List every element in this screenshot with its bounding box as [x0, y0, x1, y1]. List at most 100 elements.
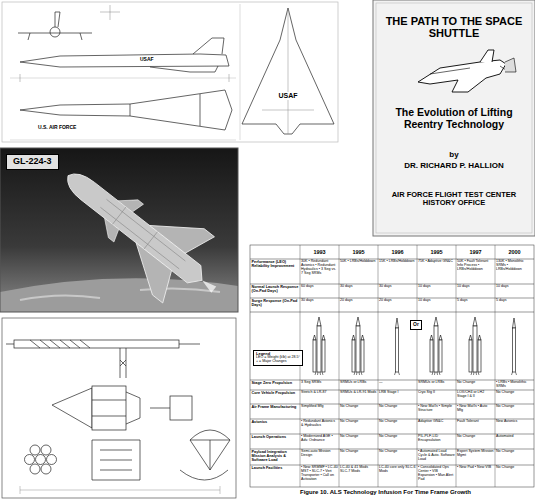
drawing-path — [20, 288, 220, 300]
row-header: Core Vehicle Propulsion — [252, 391, 299, 395]
drawing-path — [242, 8, 334, 134]
table-cell: 20 days — [379, 299, 416, 303]
table-cell: PIL-PLF-LID Encapsulation — [418, 435, 455, 443]
drawing-use — [352, 317, 364, 375]
or-text: Or — [413, 322, 419, 328]
table-cell: No Change — [496, 405, 533, 409]
drawing-path — [0, 278, 238, 312]
legend-box: LegendLEO = Weight (klb) at 28.5°+ = Maj… — [253, 350, 303, 366]
drawing-path — [52, 388, 92, 428]
table-cell: • LRBs • Monolithic SRMs — [496, 381, 533, 389]
drawing-path — [262, 8, 314, 134]
drawing-path — [430, 66, 506, 74]
table-cell: No Change — [340, 405, 377, 409]
table-cell: Adaptive GN&C — [418, 420, 455, 424]
drawing-rect — [170, 396, 192, 420]
drawing-circle — [36, 455, 46, 465]
table-cell: New Avionics — [496, 420, 533, 424]
drawing-use — [395, 318, 400, 375]
drawing-circle — [25, 455, 35, 465]
table-cell: LOX/CH4 or LH2 Stage I & II — [457, 391, 494, 399]
insignia-text: U.S. AIR FORCE — [38, 125, 76, 131]
drawing-path — [6, 340, 200, 348]
drawing-path — [20, 5, 229, 82]
drawing-path — [20, 486, 220, 494]
cover-by: by — [382, 151, 526, 160]
drawing-path — [418, 60, 506, 92]
drawing-path — [150, 66, 218, 72]
table-cell: 30 days — [301, 299, 338, 303]
drawing-rect — [92, 386, 126, 430]
table-cell: No Change — [457, 435, 494, 439]
table-cell: LRB Stage I — [379, 391, 416, 395]
row-header: Avionics — [252, 420, 299, 424]
row-header: Payload Integration Mission Analysis & S… — [252, 450, 299, 463]
table-cell: • New SRMMF • LC-40 MST • SLC-7 • Vert T… — [301, 466, 338, 482]
row-header: Performance (LEO) Reliability Improvemen… — [252, 260, 299, 268]
table-cell: No Change — [496, 391, 533, 395]
drawing-circle — [41, 445, 51, 455]
drawing-path — [300, 245, 495, 487]
year-header: 1995 — [340, 249, 377, 255]
drawing-rect — [376, 3, 532, 233]
drawing-path — [190, 430, 230, 470]
year-header: 2000 — [496, 249, 533, 255]
drawing-g — [42, 143, 239, 323]
table-cell: • Consolidated Ops Center • VIB Expansio… — [418, 466, 455, 482]
drawing-use — [512, 318, 517, 375]
row-header: Air Frame Manufacturing — [252, 405, 299, 409]
drawing-rect — [250, 245, 534, 487]
drawing-circle — [30, 464, 40, 474]
table-cell: No Change — [379, 450, 416, 454]
table-cell: 10 days — [418, 299, 455, 303]
table-cell: No Change — [496, 466, 533, 470]
spaceplane-illustration — [0, 143, 240, 323]
table-cell: 5 days — [496, 299, 533, 303]
table-cell: Fault Tolerant — [457, 420, 494, 424]
year-header: 1997 — [457, 249, 494, 255]
table-cell: — — [379, 381, 416, 385]
table-cell: 130K • Monolithic SRMs • LRBs/Holddown — [496, 260, 533, 272]
table-grid — [250, 245, 534, 487]
table-cell: • New Mat'ls • Simple Structure — [418, 405, 455, 413]
drawing-rect — [0, 148, 238, 312]
launch-vehicle-icons — [313, 317, 517, 375]
aircraft-drawing — [2, 2, 338, 142]
table-cell: SRMUs & LR-91 Mods — [340, 391, 377, 395]
table-cell: 30 days — [340, 285, 377, 289]
table-cell: • New Mat'ls • Auto Mfg — [457, 405, 494, 413]
table-cell: 10 days — [418, 285, 455, 289]
drawing-path — [92, 392, 170, 424]
row-header: Launch Operations — [252, 435, 299, 439]
table-cell: Semi-auto Mission Design — [301, 450, 338, 458]
table-cell: SRMUs or LRBs — [418, 381, 455, 385]
table-cell: • Redundant Avionics & Hydraulics — [301, 420, 338, 428]
drawing-use — [430, 317, 442, 375]
table-cell: Cryo Stg II — [418, 391, 455, 395]
drawing-circle — [30, 445, 40, 455]
year-header: 1996 — [379, 249, 416, 255]
year-header: 1995 — [418, 249, 455, 255]
figure-caption: Figure 10. ALS Technology Infusion For T… — [300, 489, 534, 496]
table-cell: Simplified Mfg — [301, 405, 338, 409]
table-cell: 30K • Redundant Avionics • Redundant Hyd… — [301, 260, 338, 276]
drawing-path — [92, 440, 228, 480]
drawing-path — [97, 191, 144, 242]
drawing-path — [200, 277, 217, 293]
model-number: GL-224-3 — [13, 157, 52, 167]
insignia-text: USAF — [140, 57, 154, 63]
book-cover-art — [373, 0, 535, 236]
spacecraft-drawing — [2, 318, 236, 498]
table-cell: No Change — [340, 435, 377, 439]
drawing-rect — [2, 318, 236, 498]
table-cell: 60 days — [301, 285, 338, 289]
drawing-path — [20, 54, 229, 67]
drawing-path — [18, 12, 92, 40]
row-header: Launch Facilities — [252, 466, 299, 470]
table-cell: • Automated Load Cycle & Auto. Software … — [418, 450, 455, 462]
table-cell: 3 Seg SRMs — [301, 381, 338, 385]
drawing-circle — [47, 455, 57, 465]
table-cell: • Modernized AGE • Adv. Ordnance — [301, 435, 338, 443]
